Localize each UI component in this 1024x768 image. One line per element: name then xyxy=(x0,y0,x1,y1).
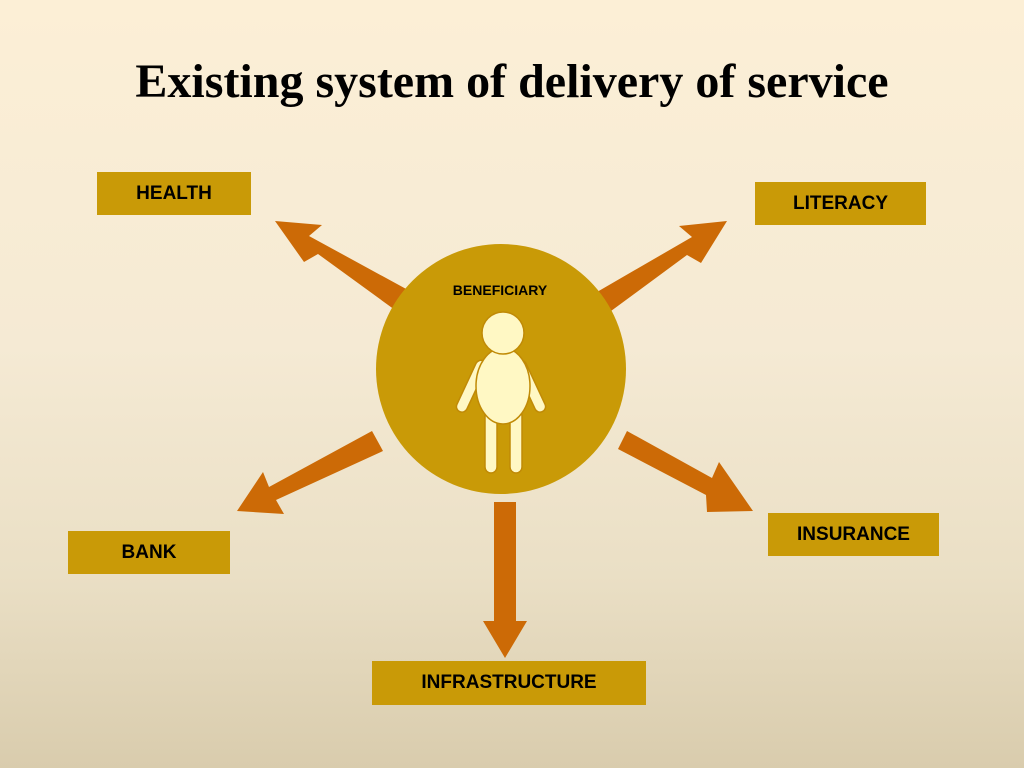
arrow-to-literacy xyxy=(597,221,727,311)
arrow-to-infrastructure xyxy=(483,502,527,658)
arrow-to-insurance xyxy=(618,431,753,512)
page-title: Existing system of delivery of service xyxy=(135,55,889,108)
node-health: HEALTH xyxy=(97,172,251,215)
node-infrastructure: INFRASTRUCTURE xyxy=(372,661,646,705)
node-insurance: INSURANCE xyxy=(768,513,939,556)
node-literacy: LITERACY xyxy=(755,182,926,225)
arrows xyxy=(237,221,753,658)
person-icon xyxy=(455,311,547,474)
arrow-to-bank xyxy=(237,431,383,514)
beneficiary-label: BENEFICIARY xyxy=(452,282,548,298)
node-bank: BANK xyxy=(68,531,230,574)
arrow-to-health xyxy=(275,221,408,310)
